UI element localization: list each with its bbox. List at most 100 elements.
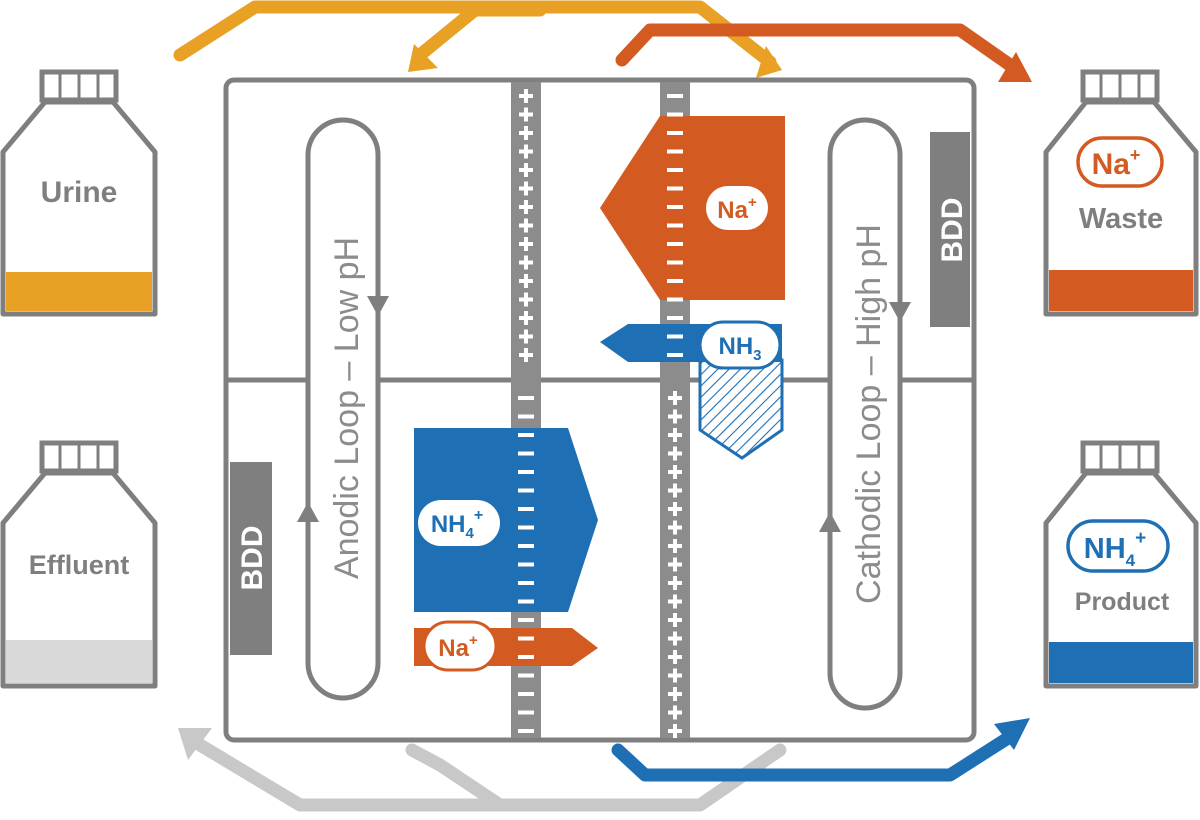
membrane-minus-mark	[667, 279, 683, 283]
membrane-plus-mark	[524, 292, 528, 307]
membrane-minus-mark	[518, 710, 534, 715]
membrane-minus-mark	[518, 655, 534, 659]
membrane-plus-mark	[524, 218, 528, 233]
membrane-plus-mark	[524, 126, 528, 140]
membrane-minus-mark	[518, 581, 534, 585]
membrane-minus-mark	[667, 131, 683, 135]
membrane-plus-mark	[524, 311, 528, 325]
membrane-minus-mark	[518, 544, 534, 548]
urine-bottle: Urine	[0, 69, 158, 317]
product-bottle: NH4+ Product	[1043, 440, 1199, 689]
membrane-minus-mark	[667, 334, 683, 339]
membrane-plus-mark	[673, 539, 677, 553]
electrode-left-label: BDD	[236, 526, 269, 591]
membrane-plus-mark	[673, 520, 677, 535]
membrane-plus-mark	[524, 237, 528, 251]
na-upper-flux	[600, 116, 785, 300]
membrane-plus-mark	[673, 724, 677, 738]
anode-recirculation-arrow	[408, 3, 547, 72]
electrode-right-label: BDD	[936, 198, 969, 263]
product-ion-label: NH4+	[1084, 528, 1146, 570]
membrane-minus-mark	[518, 599, 534, 604]
membrane-minus-mark	[667, 186, 683, 191]
membrane-plus-mark	[673, 668, 677, 683]
na-lower-label: Na+	[438, 632, 478, 662]
anodic-loop: Anodic Loop – Low pH	[297, 117, 389, 701]
membrane-minus-mark	[667, 353, 683, 357]
membrane-plus-mark	[673, 576, 677, 590]
effluent-label: Effluent	[29, 550, 130, 580]
waste-bottle: Na+ Waste	[1043, 69, 1199, 317]
membrane-minus-mark	[667, 260, 683, 265]
waste-outlet-arrow	[615, 23, 1032, 82]
membrane-plus-mark	[524, 274, 528, 288]
membrane-plus-mark	[524, 329, 528, 344]
membrane-minus-mark	[667, 223, 683, 228]
membrane-minus-mark	[518, 729, 534, 733]
membrane-minus-mark	[518, 562, 534, 567]
nh3-label: NH3	[718, 333, 761, 364]
effluent-level	[6, 640, 152, 683]
membrane-minus-mark	[667, 149, 683, 154]
membrane-minus-mark	[518, 414, 534, 419]
membrane-plus-mark	[524, 89, 528, 103]
membrane-plus-mark	[673, 446, 677, 461]
membrane-minus-mark	[518, 636, 534, 641]
membrane-minus-mark	[667, 242, 683, 246]
membrane-plus-mark	[524, 144, 528, 159]
membrane-plus-mark	[524, 107, 528, 122]
membrane-minus-mark	[518, 618, 534, 622]
membrane-minus-mark	[667, 168, 683, 172]
product-ion-badge	[1066, 519, 1170, 573]
membrane-minus-mark	[518, 507, 534, 511]
membrane-minus-mark	[667, 94, 683, 98]
membrane-plus-mark	[524, 348, 528, 362]
membrane-plus-mark	[524, 181, 528, 196]
urine-level	[6, 272, 152, 311]
membrane-plus-mark	[673, 631, 677, 646]
urine-feed-arrow	[173, 0, 782, 78]
membrane-minus-mark	[667, 316, 683, 320]
na-upper-badge: Na+	[706, 186, 768, 230]
membrane-plus-mark	[524, 200, 528, 214]
membrane-plus-mark	[673, 613, 677, 627]
membrane-plus-mark	[673, 650, 677, 664]
membrane-right-marks	[667, 94, 683, 738]
membrane-minus-mark	[518, 488, 534, 493]
effluent-bottle: Effluent	[0, 440, 158, 689]
membrane-plus-mark	[524, 163, 528, 177]
membrane-minus-mark	[667, 205, 683, 209]
membrane-minus-mark	[518, 673, 534, 678]
product-outlet-arrow	[611, 718, 1030, 782]
membrane-plus-mark	[673, 557, 677, 572]
anodic-loop-label: Anodic Loop – Low pH	[328, 237, 366, 579]
waste-label: Waste	[1079, 203, 1163, 235]
membrane-left-marks	[518, 89, 534, 733]
membrane-plus-mark	[673, 465, 677, 479]
electrode-left: BDD	[230, 462, 272, 655]
membrane-minus-mark	[518, 451, 534, 456]
urine-label: Urine	[41, 176, 118, 209]
product-level	[1049, 642, 1193, 683]
membrane-plus-mark	[673, 502, 677, 516]
nh3-badge: NH3	[698, 320, 782, 370]
membrane-minus-mark	[518, 396, 534, 400]
membrane-plus-mark	[673, 594, 677, 609]
membrane-plus-mark	[673, 391, 677, 405]
cathodic-loop-label: Cathodic Loop – High pH	[850, 224, 888, 604]
membrane-minus-mark	[518, 470, 534, 474]
membrane-minus-mark	[667, 112, 683, 117]
membrane-plus-mark	[673, 483, 677, 498]
product-label: Product	[1075, 588, 1170, 616]
membrane-plus-mark	[673, 705, 677, 720]
nh4-badge: NH4+	[418, 500, 500, 546]
cathodic-loop: Cathodic Loop – High pH	[819, 117, 911, 711]
membrane-plus-mark	[673, 687, 677, 701]
membrane-minus-mark	[667, 297, 683, 302]
membrane-minus-mark	[518, 525, 534, 530]
waste-level	[1049, 270, 1193, 311]
membrane-plus-mark	[673, 409, 677, 424]
nh4-flux	[414, 428, 598, 612]
